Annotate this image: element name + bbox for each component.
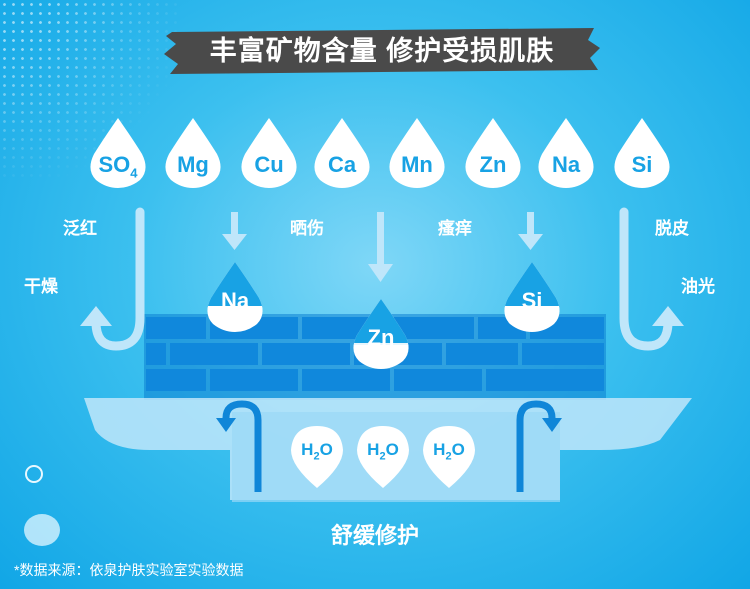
problem-oiliness: 油光 [681, 277, 715, 296]
absorbed-drop-si: Si [502, 260, 562, 332]
water-symbol: H2O [433, 440, 465, 463]
bubble-small [25, 465, 43, 483]
care-label: 舒缓修护 [330, 523, 419, 548]
mineral-symbol: Cu [254, 152, 284, 177]
water-symbol: H2O [301, 440, 333, 463]
bubble-large [24, 514, 60, 546]
mineral-drop-zn: Zn [463, 116, 523, 188]
mineral-symbol: Mn [401, 152, 433, 177]
absorbed-drop-na: Na [205, 260, 265, 332]
left-u-arrowhead [80, 306, 112, 326]
brush-stroke-bg [164, 28, 600, 74]
mineral-symbol: Ca [327, 152, 357, 177]
mineral-drop-mn: Mn [387, 116, 447, 188]
footnote: *数据来源：依泉护肤实验室实验数据 [14, 562, 244, 578]
dot-pattern [0, 0, 180, 180]
mineral-drop-so: SO4 [88, 116, 148, 188]
mineral-drop-cu: Cu [239, 116, 299, 188]
right-u-arrow [619, 207, 673, 351]
mineral-symbol: Si [631, 152, 653, 177]
problem-sunburn: 晒伤 [290, 219, 324, 238]
absorbed-drop-zn: Zn [351, 297, 411, 369]
absorbed-symbol: Si [521, 288, 543, 313]
water-drop-h2o: H2O [421, 424, 477, 490]
mineral-symbol: Mg [177, 152, 209, 177]
absorbed-symbol: Na [220, 288, 250, 313]
down-arrows [222, 212, 543, 282]
problem-dryness: 干燥 [24, 277, 58, 296]
mineral-symbol: SO4 [98, 152, 138, 181]
problem-peeling: 脱皮 [655, 219, 689, 238]
problem-itching: 瘙痒 [438, 219, 472, 238]
problem-redness: 泛红 [63, 219, 97, 238]
inner-hook-arrows [222, 400, 556, 492]
absorbed-symbol: Zn [367, 325, 395, 350]
water-drop-h2o: H2O [289, 424, 345, 490]
water-drop-h2o: H2O [355, 424, 411, 490]
water-symbol: H2O [367, 440, 399, 463]
mineral-drop-ca: Ca [312, 116, 372, 188]
right-u-arrowhead [652, 306, 684, 326]
title-banner: 丰富矿物含量 修护受损肌肤 [162, 26, 602, 76]
mineral-drop-mg: Mg [163, 116, 223, 188]
mineral-drop-na: Na [536, 116, 596, 188]
mineral-drop-si: Si [612, 116, 672, 188]
page-title: 丰富矿物含量 修护受损肌肤 [209, 36, 555, 66]
mineral-symbol: Na [551, 152, 581, 177]
left-u-arrow [91, 207, 145, 351]
mineral-symbol: Zn [479, 152, 507, 177]
